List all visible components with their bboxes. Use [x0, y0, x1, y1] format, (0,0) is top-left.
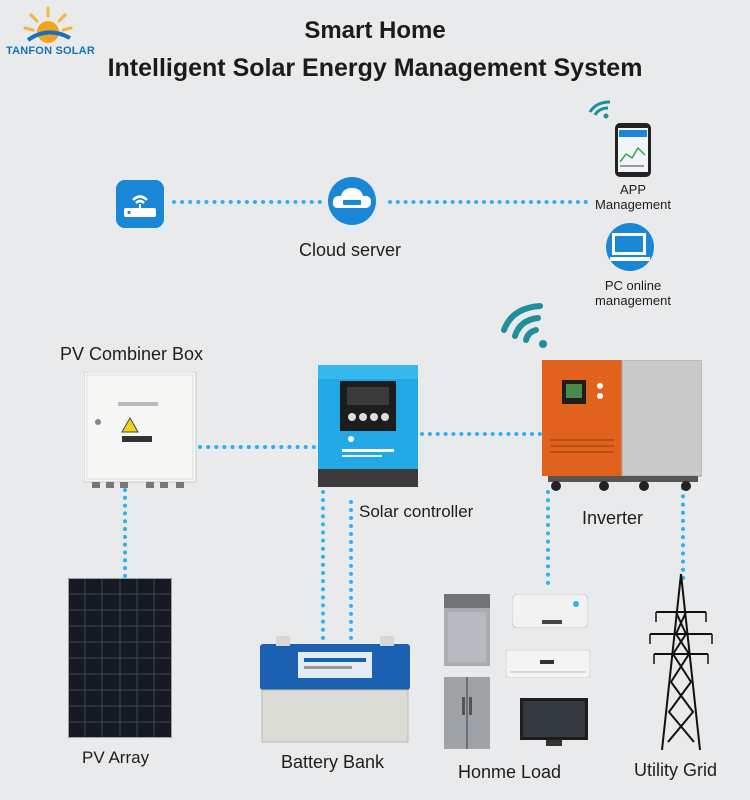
- pv-array: [68, 578, 172, 738]
- link-combiner-controller: [198, 445, 316, 449]
- smartphone-icon: [614, 122, 652, 178]
- app-management-label: APP Management: [574, 182, 692, 212]
- inverter: [542, 360, 702, 492]
- inverter-label: Inverter: [582, 508, 643, 529]
- battery-bank-label: Battery Bank: [281, 752, 384, 773]
- pc-icon: [599, 222, 661, 272]
- inverter-wifi-icon: [498, 300, 554, 350]
- utility-grid-tower: [636, 572, 726, 752]
- link-cloud-app: [388, 200, 588, 204]
- link-controller-inverter: [420, 432, 542, 436]
- solar-controller: [318, 365, 418, 489]
- link-controller-battery-1: [321, 490, 325, 640]
- pc-management-label: PC online management: [570, 278, 696, 308]
- water-heater: [512, 594, 588, 628]
- battery-bank: [258, 636, 412, 744]
- utility-grid-label: Utility Grid: [634, 760, 717, 781]
- link-combiner-pv: [123, 488, 127, 578]
- combiner-box: [84, 372, 199, 494]
- link-inverter-load: [546, 490, 550, 585]
- link-controller-battery-2: [349, 500, 353, 640]
- link-router-cloud: [172, 200, 322, 204]
- air-conditioner: [506, 650, 590, 678]
- pv-array-label: PV Array: [82, 748, 149, 768]
- refrigerator: [444, 677, 490, 749]
- solar-controller-label: Solar controller: [359, 502, 473, 522]
- television: [520, 698, 588, 748]
- page-title: Smart Home: [0, 17, 750, 45]
- home-load-label: Honme Load: [458, 762, 561, 783]
- router-icon: [116, 180, 164, 228]
- washing-machine: [444, 594, 490, 666]
- cloud-server-label: Cloud server: [299, 240, 401, 261]
- wifi-icon: [586, 96, 614, 120]
- cloud-server-icon: [323, 176, 381, 226]
- page-subtitle: Intelligent Solar Energy Management Syst…: [0, 54, 750, 83]
- combiner-box-label: PV Combiner Box: [60, 344, 203, 365]
